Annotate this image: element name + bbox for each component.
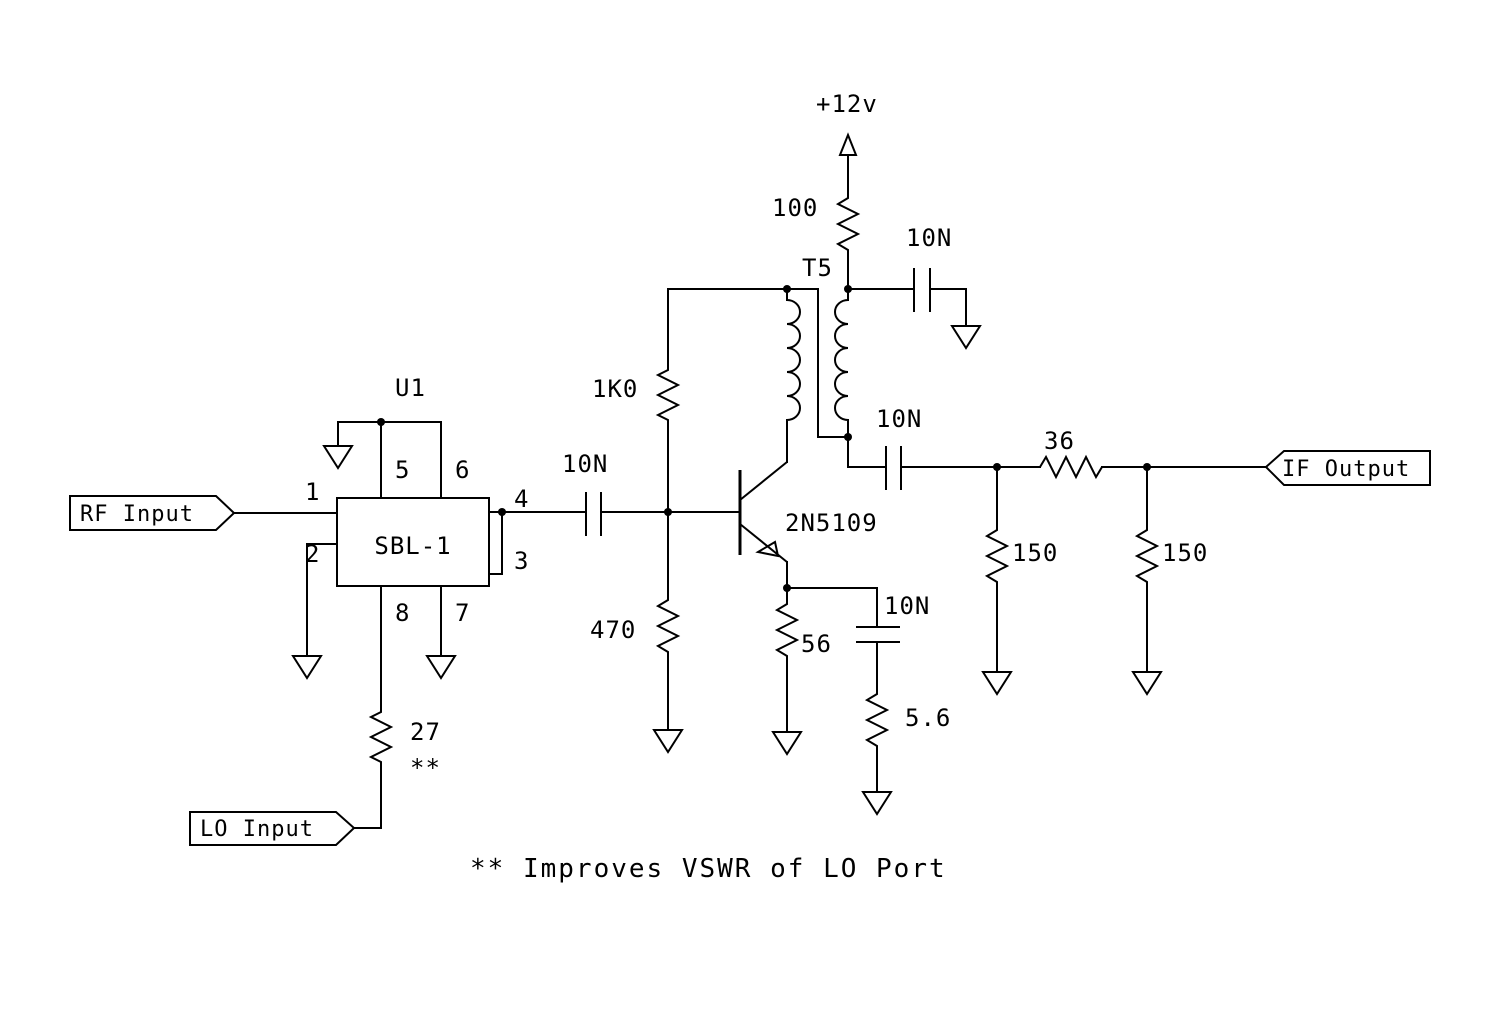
mixer-top-ground-net bbox=[337, 418, 442, 499]
bias-bottom-resistor bbox=[655, 512, 681, 730]
emitter-bypass-wire bbox=[786, 587, 878, 628]
transformer-label: T5 bbox=[802, 254, 833, 282]
pin-3-label: 3 bbox=[514, 547, 528, 575]
supply-decoupling-capacitor-value: 10N bbox=[906, 224, 952, 252]
ground-symbol bbox=[950, 325, 982, 350]
supply-resistor bbox=[835, 155, 861, 289]
bias-top-resistor-value: 1K0 bbox=[592, 375, 638, 403]
mixer-ref-label: U1 bbox=[395, 374, 426, 402]
lo-resistor bbox=[368, 708, 394, 770]
pad-shunt-resistor-2-value: 150 bbox=[1162, 539, 1208, 567]
supply-label: +12v bbox=[816, 90, 878, 118]
output-wire bbox=[847, 436, 887, 468]
ground-symbol bbox=[322, 445, 354, 470]
transistor-symbol bbox=[738, 461, 788, 563]
transformer-cross-wire bbox=[786, 288, 849, 438]
pin-1-label: 1 bbox=[305, 478, 319, 506]
lo-input-port[interactable]: LO Input bbox=[189, 811, 356, 846]
lo-input-label: LO Input bbox=[200, 817, 314, 842]
emitter-ac-resistor bbox=[864, 642, 890, 792]
supply-resistor-value: 100 bbox=[772, 194, 818, 222]
lo-resistor-value: 27 bbox=[410, 718, 441, 746]
pad-shunt-resistor-2 bbox=[1134, 467, 1160, 672]
emitter-bypass-capacitor-value: 10N bbox=[884, 592, 930, 620]
pins-3-4-strap bbox=[488, 508, 506, 575]
supply-decoupling-ground-wire bbox=[929, 288, 967, 327]
mixer-part-label: SBL-1 bbox=[374, 532, 451, 560]
bias-top-resistor bbox=[655, 289, 681, 512]
pad-shunt-resistor-1-value: 150 bbox=[1012, 539, 1058, 567]
output-capacitor bbox=[885, 446, 902, 490]
ground-symbol bbox=[771, 731, 803, 756]
supply-decoupling-capacitor bbox=[913, 268, 931, 312]
emitter-ac-resistor-value: 5.6 bbox=[905, 704, 951, 732]
if-output-port[interactable]: IF Output bbox=[1264, 450, 1431, 486]
ground-symbol bbox=[652, 729, 684, 754]
ground-symbol bbox=[861, 791, 893, 816]
pad-series-resistor-value: 36 bbox=[1044, 427, 1075, 455]
supply-arrow bbox=[838, 132, 858, 156]
pad-series-resistor bbox=[1039, 454, 1103, 480]
transformer-primary-coil bbox=[786, 289, 801, 422]
mixer-body bbox=[336, 497, 490, 587]
rf-input-label: RF Input bbox=[80, 502, 194, 527]
emitter-resistor-value: 56 bbox=[801, 630, 832, 658]
emitter-bypass-capacitor bbox=[856, 626, 900, 643]
pin-7-ground-wire bbox=[425, 585, 457, 680]
transformer-secondary-coil bbox=[834, 289, 849, 437]
output-capacitor-value: 10N bbox=[876, 405, 922, 433]
pad-shunt-resistor-1 bbox=[984, 467, 1010, 672]
emitter-resistor bbox=[774, 588, 800, 732]
pin-2-label: 2 bbox=[305, 540, 319, 568]
pin-2-ground-wire bbox=[291, 543, 338, 680]
lo-resistor-mark: ** bbox=[410, 754, 441, 782]
transistor-label: 2N5109 bbox=[785, 509, 878, 537]
coupling-capacitor bbox=[585, 492, 602, 536]
rf-input-port[interactable]: RF Input bbox=[69, 495, 236, 531]
ground-symbol bbox=[1131, 671, 1163, 696]
bias-bottom-resistor-value: 470 bbox=[590, 616, 636, 644]
coupling-capacitor-value: 10N bbox=[562, 450, 608, 478]
footnote: ** Improves VSWR of LO Port bbox=[470, 854, 947, 884]
pin-6-label: 6 bbox=[455, 456, 469, 484]
pin-4-label: 4 bbox=[514, 485, 528, 513]
ground-symbol bbox=[981, 671, 1013, 696]
pin-7-label: 7 bbox=[455, 599, 469, 627]
pin-5-label: 5 bbox=[395, 456, 409, 484]
if-output-label: IF Output bbox=[1282, 457, 1410, 482]
pin-8-label: 8 bbox=[395, 599, 409, 627]
lo-input-wire bbox=[353, 769, 382, 829]
